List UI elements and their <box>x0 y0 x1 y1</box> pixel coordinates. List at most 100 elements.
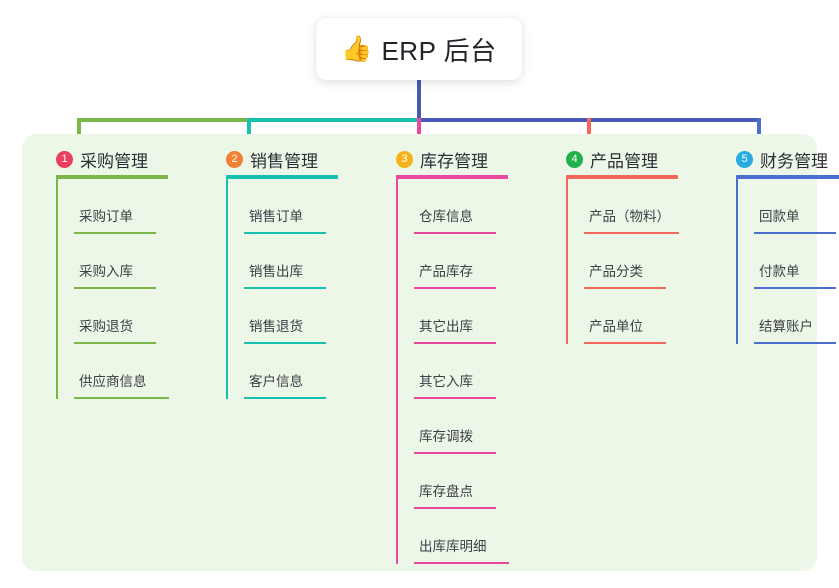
branch-title: 采购管理 <box>80 151 148 171</box>
branch-items: 回款单付款单结算账户 <box>720 179 839 344</box>
leaf-item[interactable]: 仓库信息 <box>396 179 530 234</box>
leaf-item-underline <box>754 232 836 234</box>
branch-header-underline <box>736 175 839 179</box>
branch-items: 仓库信息产品库存其它出库其它入库库存调拨库存盘点出库库明细 <box>380 179 530 564</box>
branch-header-1[interactable]: 1 采购管理 <box>40 143 190 179</box>
leaf-item-label: 销售出库 <box>249 264 303 279</box>
leaf-item-underline <box>414 507 496 509</box>
leaf-item-underline <box>584 342 666 344</box>
branch-header-underline <box>56 175 168 179</box>
leaf-item-label: 产品库存 <box>419 264 473 279</box>
leaf-item-underline <box>754 287 836 289</box>
leaf-item-underline <box>244 342 326 344</box>
leaf-item-label: 客户信息 <box>249 374 303 389</box>
leaf-item[interactable]: 其它入库 <box>396 344 530 399</box>
branch-title: 库存管理 <box>420 151 488 171</box>
leaf-item[interactable]: 销售出库 <box>226 234 360 289</box>
leaf-item-underline <box>414 287 496 289</box>
branch-column-5: 5 财务管理回款单付款单结算账户 <box>720 143 839 344</box>
leaf-item[interactable]: 采购入库 <box>56 234 190 289</box>
leaf-item[interactable]: 出库库明细 <box>396 509 530 564</box>
leaf-item-underline <box>414 232 496 234</box>
branch-header-3[interactable]: 3 库存管理 <box>380 143 530 179</box>
leaf-item[interactable]: 产品单位 <box>566 289 700 344</box>
leaf-item-label: 采购入库 <box>79 264 133 279</box>
leaf-item[interactable]: 客户信息 <box>226 344 360 399</box>
leaf-item[interactable]: 供应商信息 <box>56 344 190 399</box>
branch-header-underline <box>396 175 508 179</box>
leaf-item-underline <box>244 397 326 399</box>
leaf-item-label: 库存盘点 <box>419 484 473 499</box>
branch-header-underline <box>566 175 678 179</box>
leaf-item-label: 销售订单 <box>249 209 303 224</box>
leaf-item-underline <box>414 342 496 344</box>
root-title: ERP 后台 <box>381 35 497 66</box>
leaf-item-underline <box>584 287 666 289</box>
branch-title: 产品管理 <box>590 151 658 171</box>
leaf-item-underline <box>244 287 326 289</box>
leaf-item-underline <box>584 232 679 234</box>
branch-spine <box>396 179 398 564</box>
leaf-item-label: 产品分类 <box>589 264 643 279</box>
branches-panel <box>22 134 817 571</box>
branch-header-underline <box>226 175 338 179</box>
branch-number-badge: 2 <box>226 150 243 168</box>
leaf-item[interactable]: 产品库存 <box>396 234 530 289</box>
branch-items: 销售订单销售出库销售退货客户信息 <box>210 179 360 399</box>
leaf-item-label: 产品单位 <box>589 319 643 334</box>
leaf-item-label: 供应商信息 <box>79 374 147 389</box>
branch-column-4: 4 产品管理产品（物料） 产品分类产品单位 <box>550 143 700 344</box>
leaf-item-label: 仓库信息 <box>419 209 473 224</box>
leaf-item[interactable]: 付款单 <box>736 234 839 289</box>
leaf-item[interactable]: 产品分类 <box>566 234 700 289</box>
leaf-item-label: 其它入库 <box>419 374 473 389</box>
leaf-item-underline <box>754 342 836 344</box>
leaf-item-underline <box>414 562 509 564</box>
branch-items: 采购订单采购入库采购退货供应商信息 <box>40 179 190 399</box>
branch-header-5[interactable]: 5 财务管理 <box>720 143 839 179</box>
branch-title: 财务管理 <box>760 151 828 171</box>
branch-number-badge: 5 <box>736 150 753 168</box>
branch-spine <box>566 179 568 344</box>
leaf-item-label: 产品（物料） <box>589 209 670 224</box>
thumbs-up-icon: 👍 <box>341 34 373 63</box>
leaf-item[interactable]: 采购退货 <box>56 289 190 344</box>
leaf-item[interactable]: 销售退货 <box>226 289 360 344</box>
leaf-item-label: 出库库明细 <box>419 539 487 554</box>
branch-number-badge: 1 <box>56 150 73 168</box>
leaf-item[interactable]: 库存盘点 <box>396 454 530 509</box>
leaf-item-underline <box>74 287 156 289</box>
leaf-item-label: 销售退货 <box>249 319 303 334</box>
branch-number-badge: 3 <box>396 150 413 168</box>
leaf-item[interactable]: 销售订单 <box>226 179 360 234</box>
root-node[interactable]: 👍 ERP 后台 <box>316 18 522 80</box>
branch-title: 销售管理 <box>250 151 318 171</box>
leaf-item-underline <box>74 342 156 344</box>
branch-column-2: 2 销售管理销售订单销售出库销售退货客户信息 <box>210 143 360 399</box>
leaf-item[interactable]: 结算账户 <box>736 289 839 344</box>
leaf-item-label: 付款单 <box>759 264 800 279</box>
leaf-item-underline <box>244 232 326 234</box>
leaf-item[interactable]: 库存调拨 <box>396 399 530 454</box>
branch-items: 产品（物料） 产品分类产品单位 <box>550 179 700 344</box>
leaf-item-label: 结算账户 <box>759 319 813 334</box>
leaf-item[interactable]: 其它出库 <box>396 289 530 344</box>
leaf-item-label: 回款单 <box>759 209 800 224</box>
branch-header-2[interactable]: 2 销售管理 <box>210 143 360 179</box>
leaf-item[interactable]: 采购订单 <box>56 179 190 234</box>
leaf-item-label: 其它出库 <box>419 319 473 334</box>
leaf-item-label: 采购订单 <box>79 209 133 224</box>
leaf-item[interactable]: 回款单 <box>736 179 839 234</box>
branch-spine <box>736 179 738 344</box>
leaf-item-underline <box>74 397 169 399</box>
leaf-item-underline <box>414 452 496 454</box>
leaf-item[interactable]: 产品（物料） <box>566 179 700 234</box>
leaf-item-underline <box>414 397 496 399</box>
branch-number-badge: 4 <box>566 150 583 168</box>
leaf-item-underline <box>74 232 156 234</box>
branch-spine <box>56 179 58 399</box>
branch-spine <box>226 179 228 399</box>
branch-header-4[interactable]: 4 产品管理 <box>550 143 700 179</box>
branch-column-3: 3 库存管理仓库信息产品库存其它出库其它入库库存调拨库存盘点出库库明细 <box>380 143 530 564</box>
